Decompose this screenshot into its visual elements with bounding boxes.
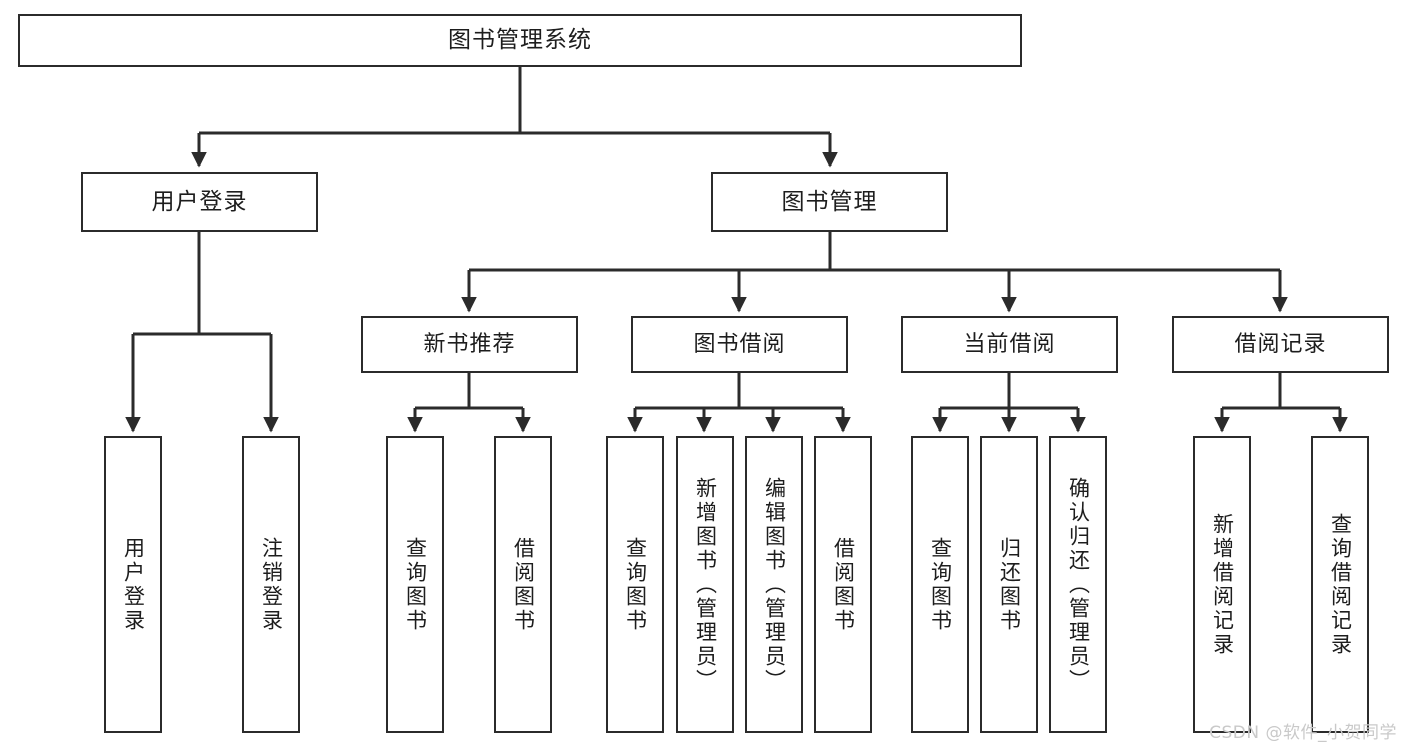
node-book-management-label: 图书管理: [781, 188, 878, 215]
node-borrow-record-label: 借阅记录: [1234, 331, 1327, 357]
leaf-borrow-book-1-label: 借阅图书: [511, 536, 536, 633]
leaf-return-book-label: 归还图书: [997, 536, 1022, 633]
leaf-confirm-return-admin-label: 确认归还（管理员）: [1066, 476, 1091, 693]
node-borrow-record[interactable]: 借阅记录: [1172, 316, 1389, 373]
leaf-edit-book-admin[interactable]: 编辑图书（管理员）: [745, 436, 803, 733]
leaf-query-book-1-label: 查询图书: [403, 536, 428, 633]
leaf-user-login[interactable]: 用户登录: [104, 436, 162, 733]
leaf-query-book-2[interactable]: 查询图书: [606, 436, 664, 733]
leaf-logout-login-label: 注销登录: [259, 536, 284, 633]
leaf-borrow-book-2[interactable]: 借阅图书: [814, 436, 872, 733]
leaf-query-book-3[interactable]: 查询图书: [911, 436, 969, 733]
leaf-query-book-1[interactable]: 查询图书: [386, 436, 444, 733]
node-new-book-recommend-label: 新书推荐: [423, 331, 516, 357]
leaf-add-book-admin[interactable]: 新增图书（管理员）: [676, 436, 734, 733]
node-root-system[interactable]: 图书管理系统: [18, 14, 1022, 67]
leaf-add-borrow-record[interactable]: 新增借阅记录: [1193, 436, 1251, 733]
leaf-query-borrow-record[interactable]: 查询借阅记录: [1311, 436, 1369, 733]
leaf-return-book[interactable]: 归还图书: [980, 436, 1038, 733]
node-book-management[interactable]: 图书管理: [711, 172, 948, 232]
node-root-system-label: 图书管理系统: [448, 27, 592, 54]
node-user-login-label: 用户登录: [151, 188, 248, 215]
leaf-borrow-book-1[interactable]: 借阅图书: [494, 436, 552, 733]
node-current-borrow[interactable]: 当前借阅: [901, 316, 1118, 373]
leaf-query-borrow-record-label: 查询借阅记录: [1328, 512, 1353, 657]
leaf-query-book-3-label: 查询图书: [928, 536, 953, 633]
leaf-add-book-admin-label: 新增图书（管理员）: [693, 476, 718, 693]
node-current-borrow-label: 当前借阅: [963, 331, 1056, 357]
node-user-login[interactable]: 用户登录: [81, 172, 318, 232]
leaf-query-book-2-label: 查询图书: [623, 536, 648, 633]
leaf-confirm-return-admin[interactable]: 确认归还（管理员）: [1049, 436, 1107, 733]
node-new-book-recommend[interactable]: 新书推荐: [361, 316, 578, 373]
node-book-borrow[interactable]: 图书借阅: [631, 316, 848, 373]
node-book-borrow-label: 图书借阅: [693, 331, 786, 357]
leaf-logout-login[interactable]: 注销登录: [242, 436, 300, 733]
leaf-edit-book-admin-label: 编辑图书（管理员）: [762, 476, 787, 693]
leaf-user-login-label: 用户登录: [121, 536, 146, 633]
leaf-add-borrow-record-label: 新增借阅记录: [1210, 512, 1235, 657]
leaf-borrow-book-2-label: 借阅图书: [831, 536, 856, 633]
watermark: CSDN @软件_小贺同学: [1209, 723, 1397, 743]
